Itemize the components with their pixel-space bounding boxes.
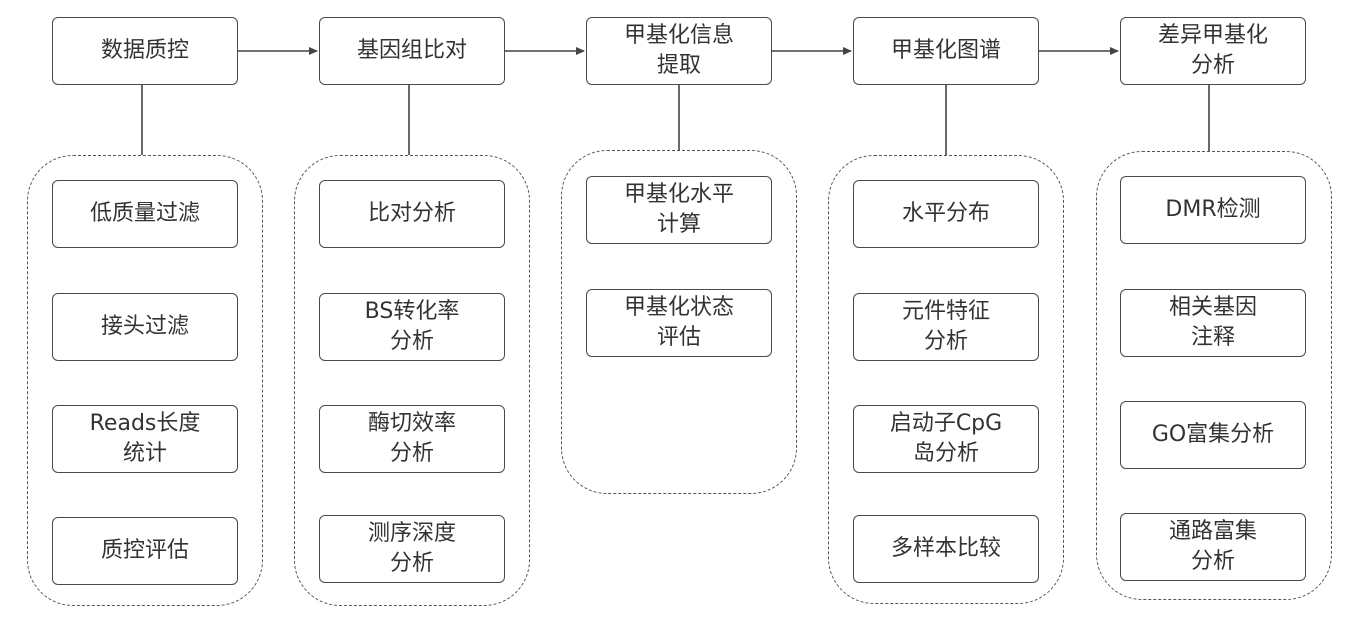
- step-box: 水平分布: [853, 180, 1039, 248]
- step-box: 甲基化水平 计算: [586, 176, 772, 244]
- stage-header-methylation-map: 甲基化图谱: [853, 17, 1039, 85]
- stage-group-differential-methylation: [1096, 151, 1332, 600]
- step-box: 酶切效率 分析: [319, 405, 505, 473]
- stage-header-differential-methylation: 差异甲基化 分析: [1120, 17, 1306, 85]
- step-box: 接头过滤: [52, 293, 238, 361]
- step-box: 元件特征 分析: [853, 293, 1039, 361]
- step-box: 多样本比较: [853, 515, 1039, 583]
- stage-header-alignment: 基因组比对: [319, 17, 505, 85]
- step-box: 比对分析: [319, 180, 505, 248]
- step-box: DMR检测: [1120, 176, 1306, 244]
- step-box: 通路富集 分析: [1120, 513, 1306, 581]
- step-box: 启动子CpG 岛分析: [853, 405, 1039, 473]
- step-box: 甲基化状态 评估: [586, 289, 772, 357]
- step-box: 质控评估: [52, 517, 238, 585]
- stage-group-qc: [27, 155, 263, 606]
- stage-group-alignment: [294, 155, 530, 606]
- step-box: 相关基因 注释: [1120, 289, 1306, 357]
- step-box: Reads长度 统计: [52, 405, 238, 473]
- step-box: BS转化率 分析: [319, 293, 505, 361]
- stage-header-qc: 数据质控: [52, 17, 238, 85]
- stage-group-methylation-map: [828, 155, 1064, 604]
- step-box: 测序深度 分析: [319, 515, 505, 583]
- stage-header-methylation-extraction: 甲基化信息 提取: [586, 17, 772, 85]
- step-box: GO富集分析: [1120, 401, 1306, 469]
- step-box: 低质量过滤: [52, 180, 238, 248]
- stage-group-methylation-extraction: [561, 150, 797, 494]
